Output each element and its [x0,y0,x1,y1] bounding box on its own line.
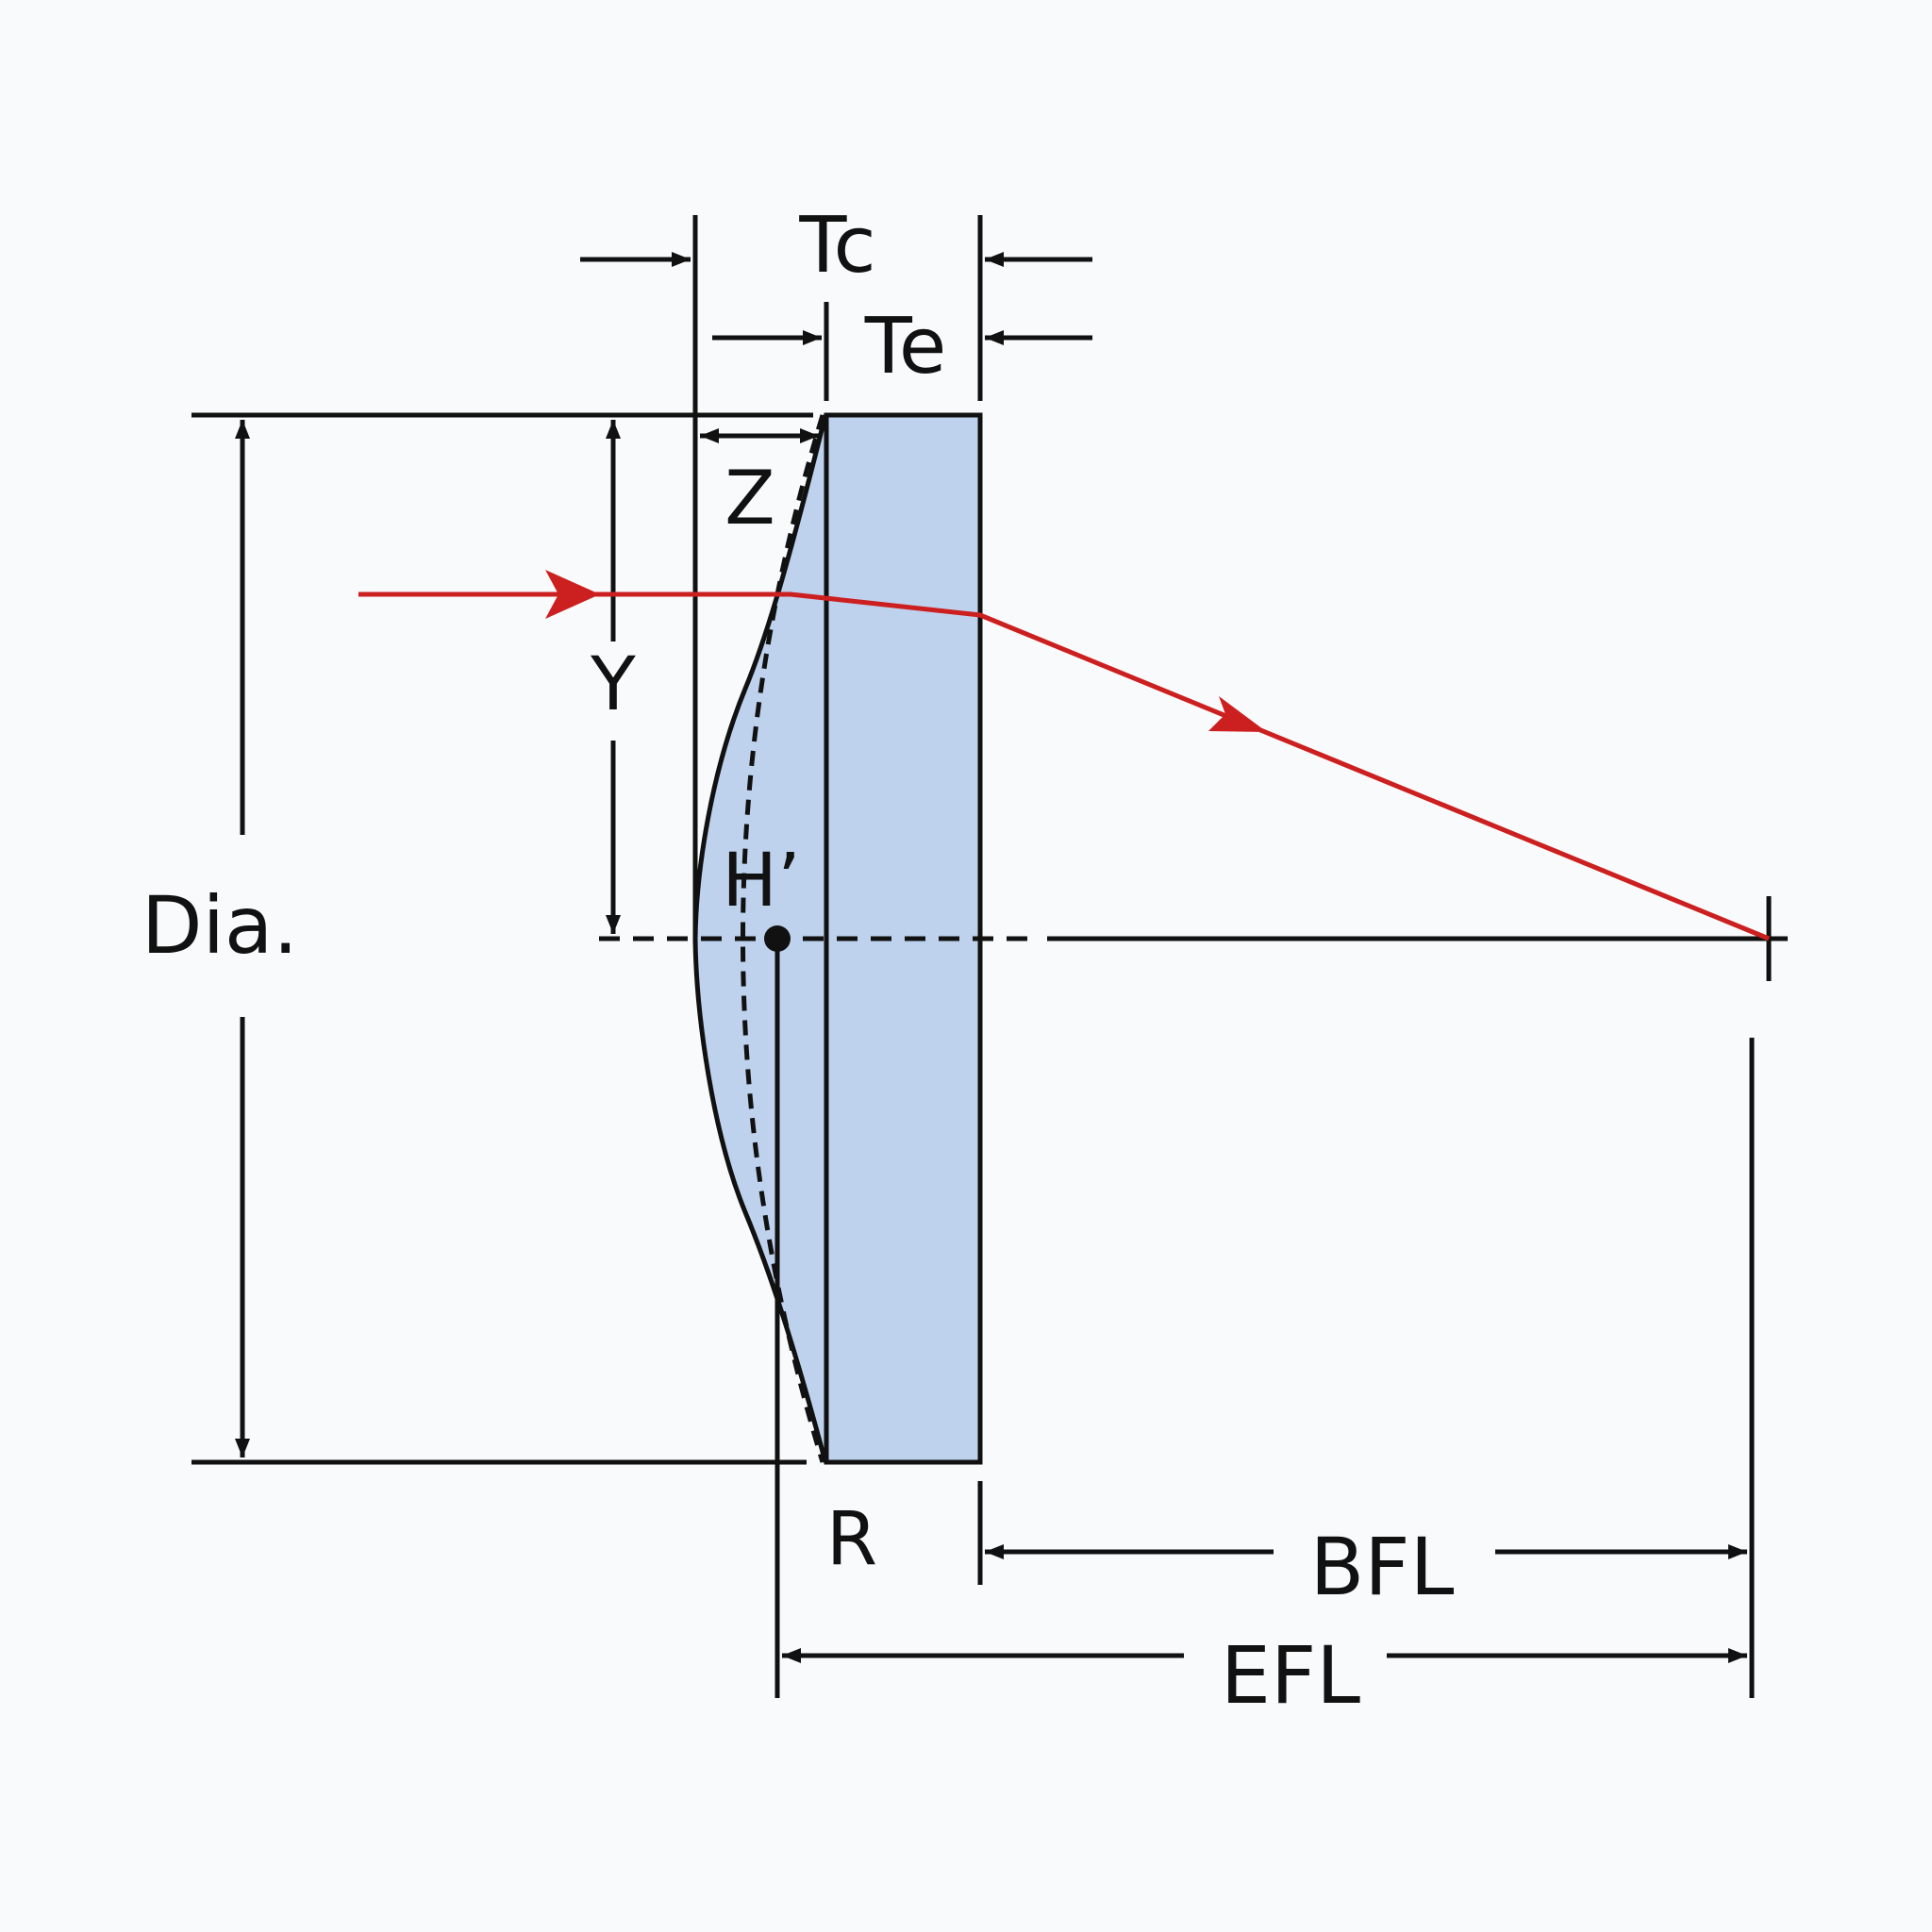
label-y: Y [590,642,636,727]
label-tc: Tc [798,201,875,291]
light-ray [358,570,1770,941]
label-dia: Dia. [142,879,298,972]
labels: Tc Te Z Y H’ Dia. R BFL EFL [142,201,1455,1722]
spherical-reference-curve [741,414,825,1463]
principal-point-dot [764,925,791,952]
label-te: Te [864,302,947,391]
label-h-prime: H’ [722,839,800,924]
reference-lines [192,215,1788,1698]
ray-arrow-head-incoming [545,570,600,619]
asphere-surface-fill [695,415,825,1462]
label-efl: EFL [1221,1629,1360,1722]
ray-path [358,591,1770,941]
dimension-arrows [235,252,1747,1663]
label-r: R [826,1497,877,1582]
ray-arrow-head-outgoing [1208,696,1267,732]
label-bfl: BFL [1310,1521,1455,1613]
label-z: Z [724,457,774,541]
lens [692,412,983,1465]
